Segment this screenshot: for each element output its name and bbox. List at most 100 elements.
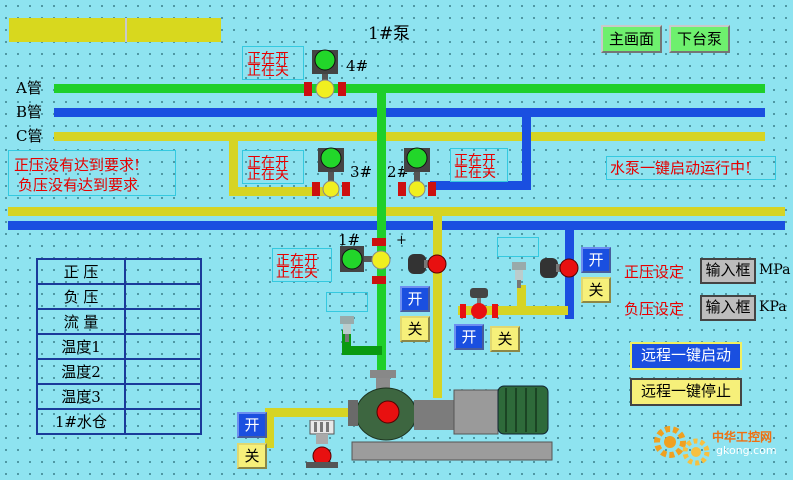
table-cell-name: 1#水仓 — [36, 408, 126, 435]
positive-pressure-input[interactable]: 输入框 — [700, 258, 756, 284]
pipe-b — [54, 108, 765, 117]
pump-2-label: 2# — [387, 163, 410, 181]
table-cell-name: 负 压 — [36, 283, 126, 310]
alarm-positive-pressure: 正压没有达到要求! — [14, 156, 141, 174]
positive-pressure-setting-label: 正压设定 — [624, 263, 685, 281]
table-row: 温度3 — [36, 383, 202, 410]
pipe-branch-c-bottom — [229, 187, 339, 196]
pipe-c-label: C管 — [16, 127, 43, 145]
sensor-data-table: 正 压 负 压 流 量 温度1 温度2 温度3 1#水仓 — [36, 258, 202, 435]
table-row: 温度1 — [36, 333, 202, 360]
main-pump-motor-icon — [348, 370, 553, 461]
pipe-c — [54, 132, 765, 141]
table-row: 1#水仓 — [36, 408, 202, 435]
table-cell-value — [124, 333, 202, 360]
pipe-a-label: A管 — [16, 79, 42, 97]
close-button-vacuum-pump[interactable]: 关 — [237, 443, 267, 469]
negative-pressure-unit: KPa — [759, 299, 787, 315]
pipe-riser-main — [377, 90, 386, 380]
table-cell-value — [124, 258, 202, 285]
sensor-readout-box — [326, 292, 368, 312]
table-row: 正 压 — [36, 258, 202, 285]
close-button-valve-1[interactable]: 关 — [400, 316, 430, 342]
pipe-lower-blue — [8, 221, 785, 230]
next-pump-button[interactable]: 下台泵 — [669, 25, 730, 53]
pipe-yellow-pump-suction-v — [265, 408, 274, 448]
pump-3-label: 3# — [350, 163, 373, 181]
sensor-readout-box — [497, 237, 539, 257]
open-button-butterfly[interactable]: 开 — [454, 324, 484, 350]
positive-pressure-unit: MPa — [759, 262, 791, 278]
valve-3-closing-text: 正在关 — [247, 167, 289, 183]
valve-status-box-2 — [450, 148, 508, 182]
valve-1-icon — [340, 238, 391, 284]
negative-pressure-setting-label: 负压设定 — [624, 300, 685, 318]
valve-status-box-3 — [242, 150, 304, 184]
valve-2-closing-text: 正在关 — [454, 165, 496, 181]
motor-valve-a-icon — [408, 254, 447, 274]
pipe-yellow-short-v — [517, 285, 526, 311]
remote-stop-button[interactable]: 远程一键停止 — [630, 378, 742, 406]
valve-status-box-1 — [272, 248, 332, 282]
pipe-branch-b-right — [522, 114, 531, 190]
pipe-branch-c-left — [229, 138, 238, 196]
pipe-dkgreen-v — [342, 330, 351, 354]
vacuum-pump-icon — [306, 420, 338, 468]
pipe-lower-yellow — [8, 207, 785, 216]
valve-3-icon — [312, 147, 350, 198]
negative-pressure-input[interactable]: 输入框 — [700, 295, 756, 321]
motor-valve-b-icon — [540, 258, 579, 278]
alarm-box — [8, 150, 176, 196]
gear-logo-icon — [654, 426, 710, 466]
status-bar — [9, 18, 221, 42]
main-screen-button[interactable]: 主画面 — [601, 25, 662, 53]
table-cell-value — [124, 283, 202, 310]
watermark-text: 中华工控网 — [712, 430, 773, 444]
table-cell-name: 正 压 — [36, 258, 126, 285]
pressure-sensor-icon — [340, 316, 354, 342]
table-cell-name: 温度2 — [36, 358, 126, 385]
open-button-vacuum-pump[interactable]: 开 — [237, 412, 267, 438]
table-row: 负 压 — [36, 283, 202, 310]
pipe-yellow-down-right — [433, 216, 442, 398]
remote-start-button[interactable]: 远程一键启动 — [630, 342, 742, 370]
table-cell-value — [124, 408, 202, 435]
valve-1-opening-text: 正在开 — [276, 253, 318, 269]
page-title: 1#泵 — [368, 24, 411, 44]
pipe-a — [54, 84, 765, 93]
table-row: 流 量 — [36, 308, 202, 335]
alarm-negative-pressure: 负压没有达到要求 — [18, 176, 139, 194]
valve-2-opening-text: 正在开 — [454, 153, 496, 169]
butterfly-valve-icon — [460, 288, 498, 319]
valve-4-closing-text: 正在关 — [247, 63, 289, 79]
close-button-motor-valve-b[interactable]: 关 — [581, 277, 611, 303]
pipe-yellow-short — [458, 306, 568, 315]
running-status-text: 水泵一键启动运行中! — [610, 159, 752, 177]
pump-4-label: 4# — [346, 57, 369, 75]
pipe-yellow-pump-suction — [265, 408, 365, 417]
valve-2-icon — [398, 147, 436, 198]
pump-1-plus: + — [396, 233, 407, 248]
open-button-motor-valve-b[interactable]: 开 — [581, 247, 611, 273]
table-cell-value — [124, 358, 202, 385]
valve-3-opening-text: 正在开 — [247, 155, 289, 171]
pump-1-label: 1# — [338, 231, 361, 249]
pipe-dkgreen-h — [342, 346, 382, 355]
table-cell-name: 温度3 — [36, 383, 126, 410]
watermark-domain: gkong.com — [716, 444, 777, 457]
table-row: 温度2 — [36, 358, 202, 385]
table-cell-value — [124, 308, 202, 335]
table-cell-name: 温度1 — [36, 333, 126, 360]
close-button-butterfly[interactable]: 关 — [490, 326, 520, 352]
pipe-branch-b-bottom — [430, 181, 531, 190]
valve-1-closing-text: 正在关 — [276, 265, 318, 281]
pressure-sensor-icon — [512, 262, 526, 288]
running-status-box — [606, 156, 776, 180]
table-cell-value — [124, 383, 202, 410]
open-button-valve-1[interactable]: 开 — [400, 286, 430, 312]
valve-4-opening-text: 正在开 — [247, 51, 289, 67]
valve-status-box-4 — [242, 46, 304, 80]
pipe-b-label: B管 — [16, 103, 43, 121]
valve-4-icon — [304, 49, 346, 99]
table-cell-name: 流 量 — [36, 308, 126, 335]
